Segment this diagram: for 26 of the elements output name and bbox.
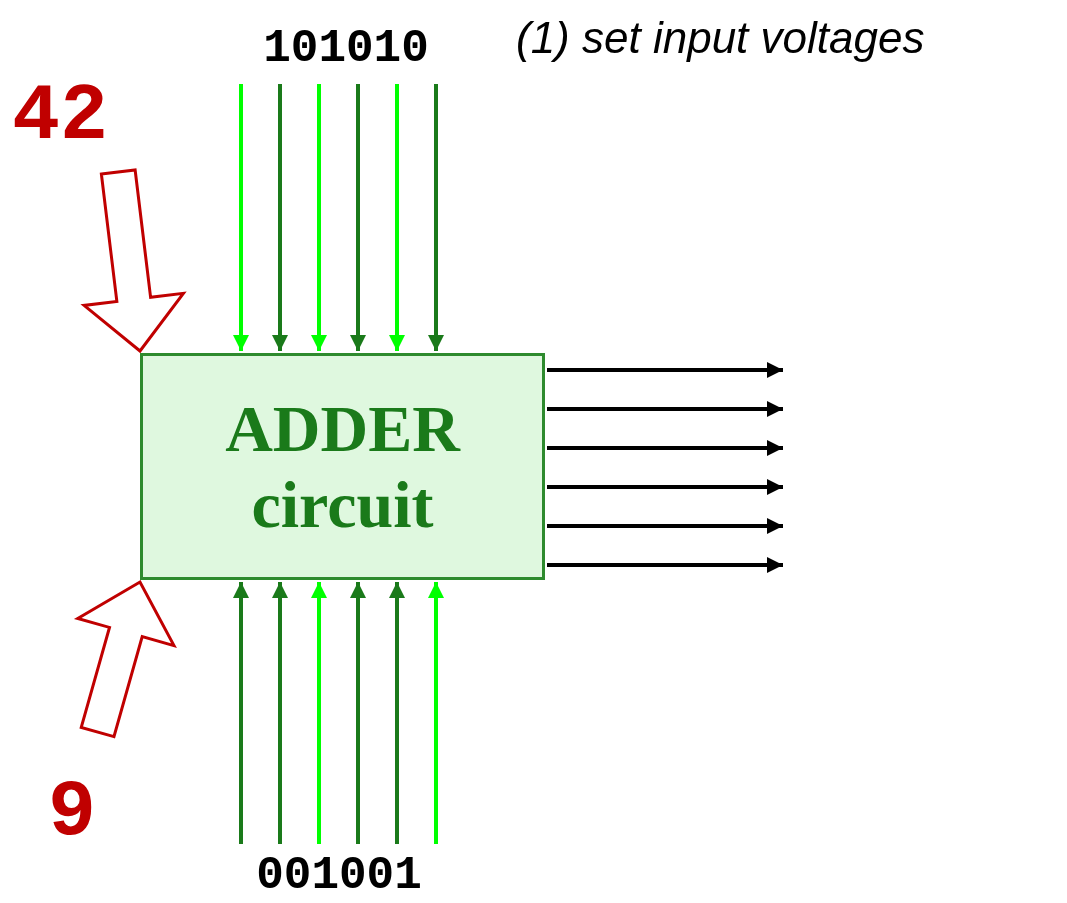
arrow [233,84,249,351]
arrow [428,84,444,351]
number-label: 42 [12,72,137,162]
arrow [350,84,366,351]
bit-string: 001001 [224,848,454,903]
arrow [233,582,249,844]
bit-string: 101010 [226,18,466,80]
arrow [350,582,366,844]
arrow [547,518,783,534]
arrow [311,84,327,351]
arrow [547,557,783,573]
adder-box: ADDER circuit [140,353,545,580]
arrow [547,479,783,495]
arrow [547,401,783,417]
arrow [428,582,444,844]
arrow [272,582,288,844]
arrow [389,582,405,844]
annotation-text: (1) set input voltages [516,12,925,64]
arrow [547,440,783,456]
arrow [547,362,783,378]
arrow [272,84,288,351]
block-arrow [80,168,187,354]
block-arrow [73,579,177,739]
arrow [311,582,327,844]
number-label: 9 [48,772,110,854]
arrow [389,84,405,351]
